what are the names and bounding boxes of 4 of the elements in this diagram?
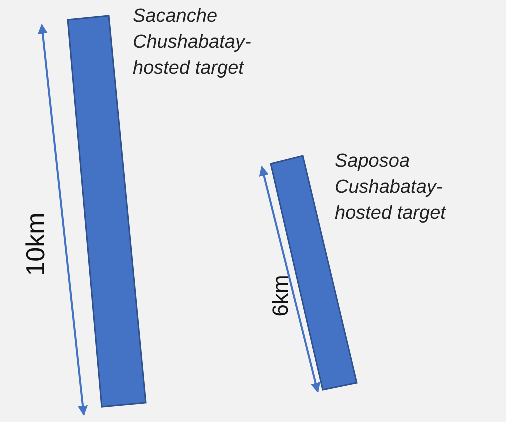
target-caption: Sacanche Chushabatay-hosted target (133, 5, 252, 81)
dimension-label: 10km (20, 212, 52, 276)
dimension-label: 6km (268, 275, 294, 317)
target-caption: Saposoa Cushabatay-hosted target (335, 150, 448, 226)
